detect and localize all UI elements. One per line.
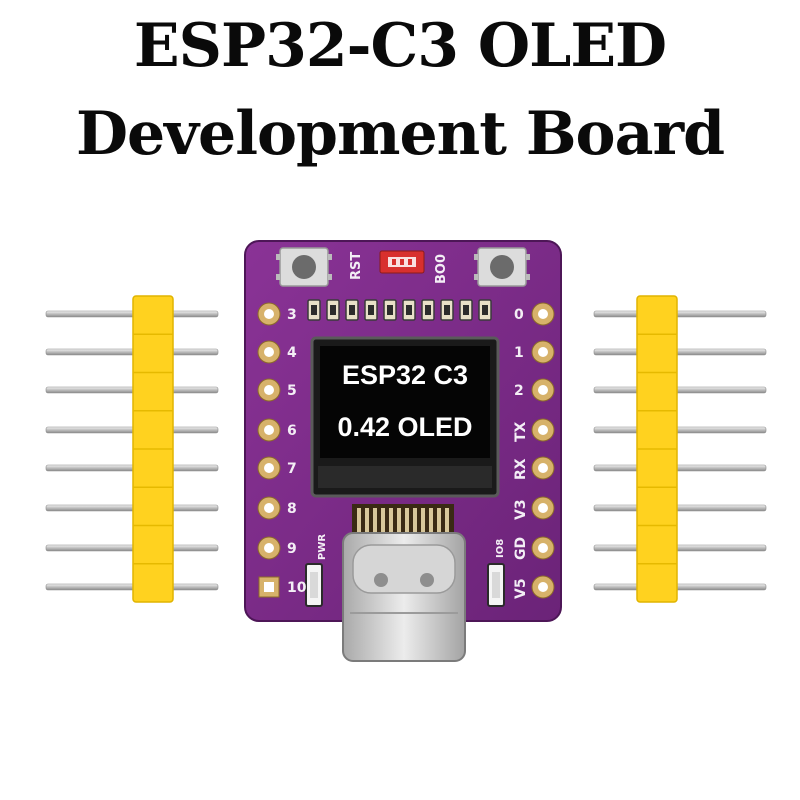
product-title-line-1: ESP32-C3 OLED	[133, 11, 667, 81]
pin-hole	[538, 582, 548, 592]
io8-led	[487, 563, 505, 607]
smd-part-body	[463, 305, 469, 315]
header-pin	[593, 544, 767, 552]
left-pin-label: 6	[287, 423, 297, 439]
right-pin-label: 2	[514, 383, 524, 399]
flex-pin	[437, 508, 441, 532]
flex-pin	[381, 508, 385, 532]
pin-hole	[538, 543, 548, 553]
header-pin	[593, 310, 767, 318]
left-pin-header	[45, 295, 219, 603]
pin-hole	[264, 582, 274, 592]
header-pin	[45, 504, 219, 512]
header-pin	[45, 386, 219, 394]
reset-button	[276, 247, 332, 287]
pin-hole	[264, 425, 274, 435]
right-pin-label: RX	[513, 458, 529, 480]
right-pin-header	[593, 295, 767, 603]
right-pin-label: TX	[513, 421, 529, 442]
smd-part-body	[368, 305, 374, 315]
pwr-label: PWR	[317, 534, 328, 560]
oled-display: ESP32 C3 0.42 OLED	[310, 336, 500, 498]
bo0-label: BO0	[434, 254, 449, 284]
right-pin-label: GD	[513, 537, 529, 560]
left-pin-label: 10	[287, 580, 307, 596]
header-pin	[45, 544, 219, 552]
header-pin	[45, 310, 219, 318]
pwr-led	[305, 563, 323, 607]
product-title-line-2: Development Board	[75, 99, 725, 169]
header-pin	[45, 583, 219, 591]
header-pin	[593, 464, 767, 472]
flex-pin	[413, 508, 417, 532]
header-pin	[593, 504, 767, 512]
left-pin-label: 8	[287, 501, 297, 517]
right-pin-label: 0	[514, 307, 524, 323]
flex-pin	[429, 508, 433, 532]
left-pin-label: 3	[287, 307, 297, 323]
flex-pin	[365, 508, 369, 532]
pin-hole	[264, 309, 274, 319]
smd-part-body	[425, 305, 431, 315]
io8-label: IO8	[495, 539, 506, 558]
smd-part-body	[387, 305, 393, 315]
pin-hole	[538, 347, 548, 357]
usb-c-connector	[342, 532, 466, 662]
pin-hole	[538, 385, 548, 395]
flex-pin	[397, 508, 401, 532]
right-pin-pads	[531, 302, 555, 599]
pin-hole	[264, 463, 274, 473]
oled-flex-connector	[352, 504, 454, 534]
smd-part-body	[311, 305, 317, 315]
left-pin-label: 4	[287, 345, 297, 361]
right-pin-label: V3	[513, 499, 529, 520]
pin-hole	[538, 463, 548, 473]
smd-component-row	[307, 299, 492, 321]
smd-part-body	[330, 305, 336, 315]
boot-button	[474, 247, 530, 287]
header-pin	[45, 464, 219, 472]
rst-label: RST	[349, 252, 364, 280]
left-pin-label: 5	[287, 383, 297, 399]
header-pin	[593, 583, 767, 591]
right-pin-label: V5	[513, 578, 529, 599]
smd-part-body	[444, 305, 450, 315]
smd-part-body	[406, 305, 412, 315]
flex-pin	[373, 508, 377, 532]
header-pin	[45, 426, 219, 434]
left-pin-label: 9	[287, 541, 297, 557]
smd-part-body	[349, 305, 355, 315]
pin-hole	[264, 543, 274, 553]
flex-pin	[389, 508, 393, 532]
pin-hole	[264, 385, 274, 395]
header-pin	[593, 348, 767, 356]
left-pin-label: 7	[287, 461, 297, 477]
header-pin	[593, 426, 767, 434]
pin-hole	[538, 503, 548, 513]
pcb-board: RST BO0 ESP32 C3	[244, 240, 562, 662]
pin-hole	[538, 309, 548, 319]
header-pin	[45, 348, 219, 356]
right-pin-label: 1	[514, 345, 524, 361]
flex-pin	[357, 508, 361, 532]
flex-pin	[405, 508, 409, 532]
left-pin-pads	[257, 302, 281, 598]
smd-part-body	[482, 305, 488, 315]
pin-hole	[264, 347, 274, 357]
boot-switch	[379, 250, 425, 274]
flex-pin	[421, 508, 425, 532]
oled-line-1: ESP32 C3	[342, 360, 468, 390]
flex-pin	[445, 508, 449, 532]
oled-line-2: 0.42 OLED	[337, 412, 472, 442]
header-pin	[593, 386, 767, 394]
pin-hole	[538, 425, 548, 435]
pin-hole	[264, 503, 274, 513]
